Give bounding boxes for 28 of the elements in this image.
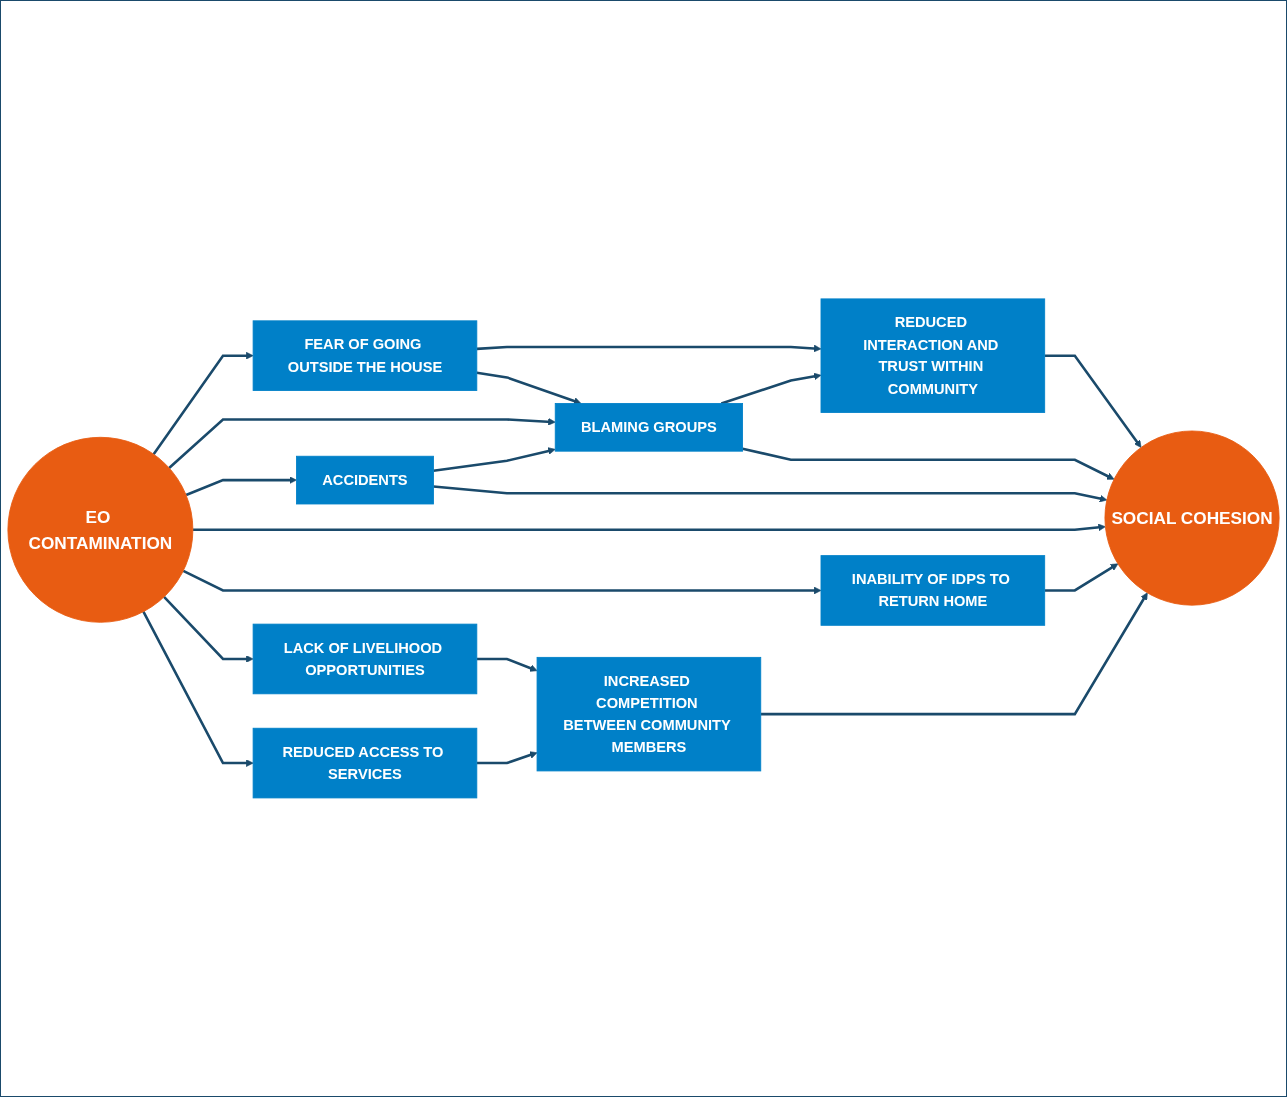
node-box: ACCIDENTS (296, 455, 434, 505)
arrow (192, 523, 1106, 532)
arrow (152, 352, 254, 455)
arrow (476, 344, 822, 353)
arrow (185, 476, 297, 497)
arrow (476, 751, 538, 765)
arrow (433, 485, 1108, 503)
node-box: INCREASED COMPETITION BETWEEN COMMUNITY MEMBERS (536, 657, 762, 772)
arrow (1044, 563, 1119, 592)
arrow (168, 418, 556, 469)
arrow (476, 371, 582, 405)
arrow (1044, 354, 1142, 448)
node-circle: SOCIAL COHESION (1104, 430, 1280, 606)
arrow (142, 611, 254, 767)
node-box: REDUCED ACCESS TO SERVICES (252, 727, 478, 799)
arrow (742, 447, 1115, 480)
arrow (433, 447, 556, 473)
arrow (760, 592, 1148, 716)
arrow (182, 569, 822, 595)
node-box: BLAMING GROUPS (554, 403, 743, 452)
arrow (720, 372, 822, 405)
arrow (163, 596, 254, 663)
node-box: LACK OF LIVELIHOOD OPPORTUNITIES (252, 623, 478, 695)
node-box: REDUCED INTERACTION AND TRUST WITHIN COMMUNITY (820, 298, 1046, 413)
node-box: INABILITY OF IDPS TO RETURN HOME (820, 555, 1046, 626)
node-circle: EO CONTAMINATION (7, 436, 194, 623)
arrow (476, 657, 538, 672)
node-box: FEAR OF GOING OUTSIDE THE HOUSE (252, 320, 478, 392)
